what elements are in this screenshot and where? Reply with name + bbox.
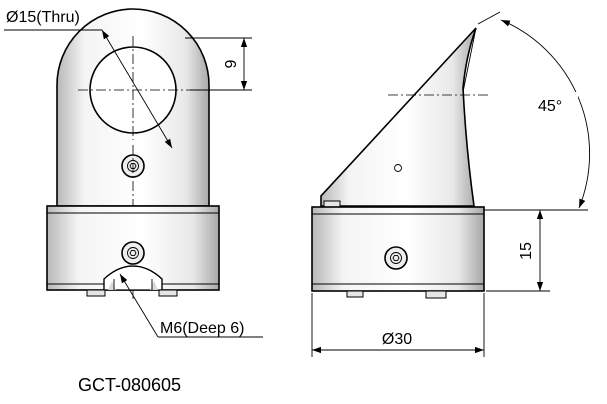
hole-diameter-label: Ø15(Thru) bbox=[6, 9, 80, 26]
base-height-label: 15 bbox=[518, 242, 535, 260]
hole-height-dimension: 9 bbox=[185, 37, 252, 91]
base-height-dimension: 15 bbox=[486, 210, 550, 292]
side-view bbox=[311, 27, 490, 299]
base-diameter-dimension: Ø30 bbox=[311, 293, 485, 357]
hole-diameter-callout: Ø15(Thru) bbox=[4, 9, 173, 149]
side-upper-body bbox=[320, 27, 477, 207]
base-set-screw bbox=[121, 241, 145, 265]
side-small-hole bbox=[394, 164, 402, 172]
side-set-screw bbox=[384, 246, 408, 270]
angle-dimension: 45° bbox=[477, 11, 591, 211]
front-view bbox=[46, 8, 220, 300]
angle-label: 45° bbox=[538, 98, 562, 115]
thread-section bbox=[103, 265, 163, 291]
base-diameter-label: Ø30 bbox=[382, 331, 412, 348]
front-foot-left bbox=[86, 289, 106, 297]
thread-label: M6(Deep 6) bbox=[160, 320, 244, 337]
part-number: GCT-080605 bbox=[78, 375, 181, 395]
front-foot-right bbox=[158, 289, 178, 297]
thread-callout: M6(Deep 6) bbox=[119, 273, 263, 338]
hole-height-label: 9 bbox=[223, 59, 240, 68]
